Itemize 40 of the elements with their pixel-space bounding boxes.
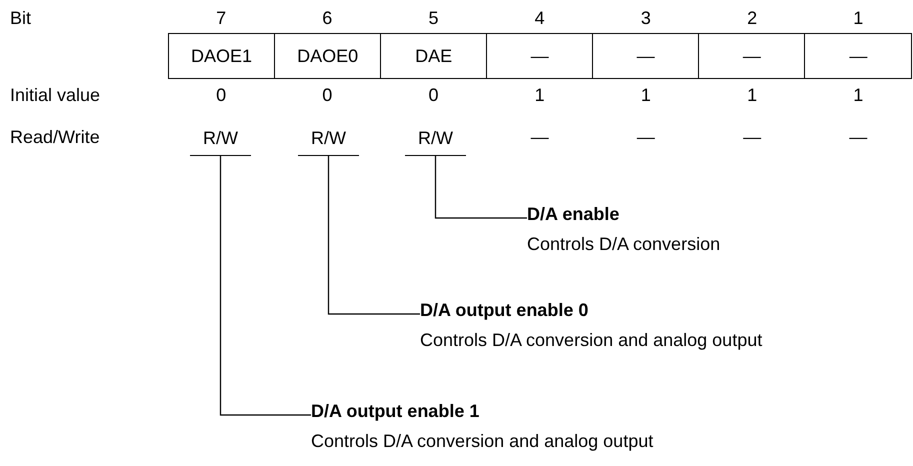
read-write-value: —: [849, 128, 868, 146]
row-heading: Bit: [10, 9, 32, 27]
read-write-value: —: [530, 128, 549, 146]
initial-value: 0: [216, 86, 226, 104]
initial-value: 0: [322, 86, 332, 104]
description-title: D/A output enable 1: [311, 402, 480, 420]
register-cell: —: [487, 34, 594, 78]
register-cell: DAOE1: [169, 34, 276, 78]
bit-number: 4: [534, 9, 545, 27]
initial-value: 1: [747, 86, 758, 104]
initial-value: 1: [853, 86, 864, 104]
row-heading: Initial value: [10, 86, 100, 104]
register-cell-text: —: [848, 45, 868, 68]
register-cell: —: [699, 34, 806, 78]
row-heading: Read/Write: [10, 128, 100, 146]
bit-number: 3: [640, 9, 651, 27]
initial-value: 1: [534, 86, 545, 104]
bit-number: 1: [853, 9, 864, 27]
description-text: Controls D/A conversion and analog output: [311, 432, 654, 450]
description-title: D/A enable: [527, 205, 620, 223]
leader-line: [220, 156, 311, 416]
bit-number: 6: [322, 9, 332, 27]
bit-number: 7: [216, 9, 226, 27]
description-text: Controls D/A conversion and analog output: [420, 331, 762, 349]
read-write-value: —: [636, 128, 655, 146]
initial-value: 1: [640, 86, 651, 104]
leader-line: [434, 156, 527, 219]
register-cell: DAE: [381, 34, 488, 78]
read-write-value: —: [743, 128, 762, 146]
access-text: R/W: [203, 128, 238, 146]
leader-line: [328, 156, 420, 315]
initial-value: 0: [428, 86, 438, 104]
description-text: Controls D/A conversion: [527, 235, 720, 253]
register-cell: —: [593, 34, 700, 78]
access-text: R/W: [311, 128, 346, 146]
description-title: D/A output enable 0: [420, 301, 590, 319]
register-cell: DAOE0: [275, 34, 382, 78]
bit-number: 2: [747, 9, 758, 27]
access-text: R/W: [418, 128, 453, 146]
bit-number: 5: [428, 9, 438, 27]
